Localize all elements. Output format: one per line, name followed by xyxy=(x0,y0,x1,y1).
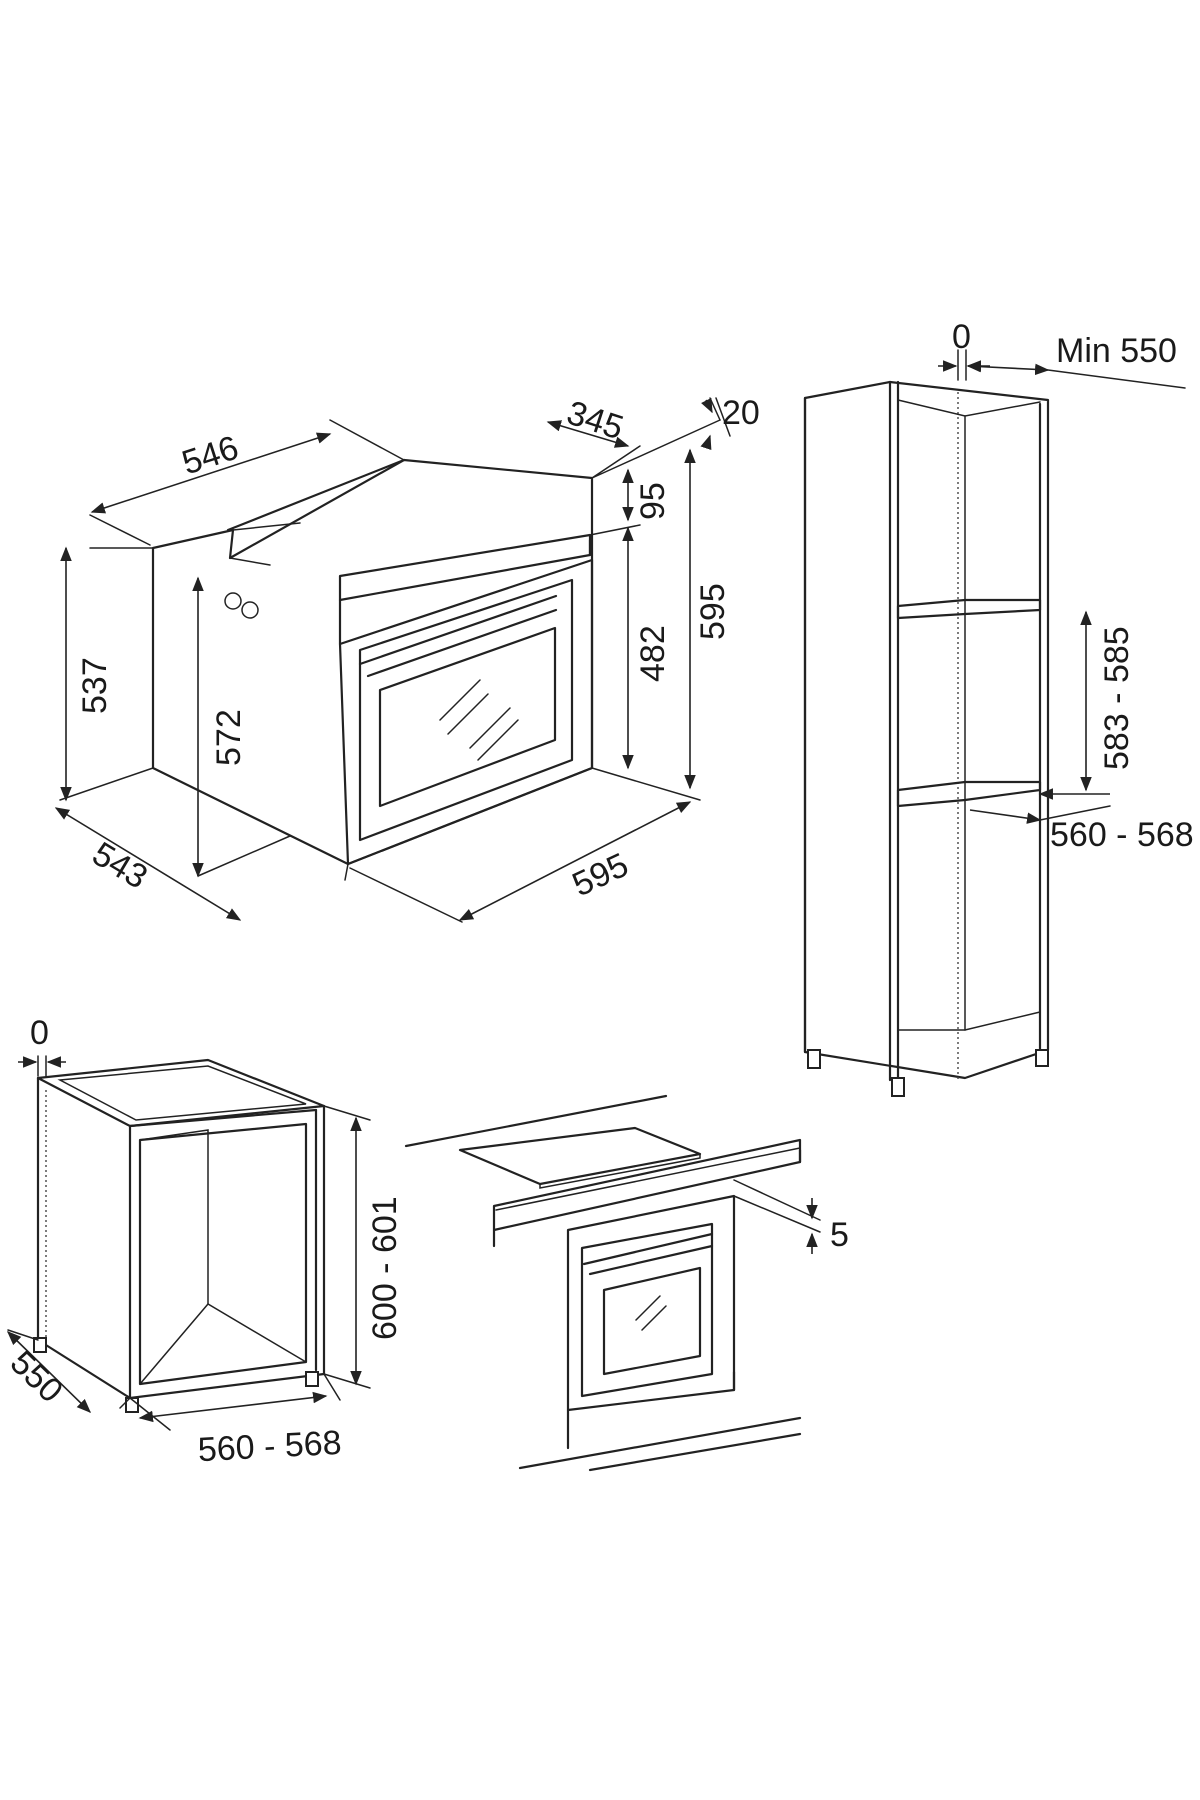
dim-oven-depth-top: 345 xyxy=(562,394,628,448)
undercounter-drawing: 5 xyxy=(404,1094,849,1472)
dim-base-width: 560 - 568 xyxy=(197,1424,342,1469)
tall-cabinet-outline xyxy=(803,380,1050,1080)
tall-cabinet-lower-shelf xyxy=(896,780,1042,808)
oven-top-recess xyxy=(226,458,406,532)
base-cabinet-drawing: 0 600 - 601 550 560 - 568 xyxy=(3,1014,404,1469)
undercounter-oven-handle xyxy=(582,1232,714,1276)
oven-control-panel xyxy=(338,533,592,602)
dim-undercounter-gap: 5 xyxy=(830,1216,849,1254)
base-cabinet-opening xyxy=(138,1122,308,1386)
dim-oven-width-top: 546 xyxy=(177,429,243,483)
dim-oven-height-total: 595 xyxy=(694,583,732,640)
undercounter-oven xyxy=(566,1194,736,1412)
tall-cabinet-foot xyxy=(1035,1049,1049,1067)
dim-oven-door-height: 482 xyxy=(634,625,672,682)
oven-drawing: 546 345 20 595 95 482 537 572 543 595 xyxy=(54,394,760,923)
dim-base-side-gap: 0 xyxy=(30,1014,49,1052)
tall-cabinet-foot xyxy=(891,1077,905,1097)
dim-oven-depth-bottom: 543 xyxy=(86,835,154,897)
dim-base-height: 600 - 601 xyxy=(366,1196,404,1340)
dim-oven-gap-top: 20 xyxy=(722,394,760,432)
tall-cabinet-foot xyxy=(807,1049,821,1069)
dim-tall-min-depth: Min 550 xyxy=(1056,332,1177,370)
oven-body xyxy=(151,458,594,866)
dim-tall-side-gap: 0 xyxy=(952,318,971,356)
dim-oven-panel-height: 95 xyxy=(634,482,672,520)
base-cabinet-foot xyxy=(305,1371,319,1387)
oven-window xyxy=(378,626,557,808)
oven-window-glare xyxy=(439,679,519,761)
tall-cabinet-upper-shelf xyxy=(896,598,1042,620)
oven-door xyxy=(358,578,574,842)
oven-connection-knobs xyxy=(224,592,259,619)
dim-oven-inner-height: 572 xyxy=(210,709,248,766)
dim-oven-side-height: 537 xyxy=(76,657,114,714)
dim-tall-niche-width: 560 - 568 xyxy=(1050,816,1194,854)
dim-oven-width-bottom: 595 xyxy=(567,846,634,904)
tall-cabinet-drawing: 0 Min 550 583 - 585 560 - 568 xyxy=(803,318,1194,1097)
oven-handle xyxy=(358,594,558,678)
dim-tall-niche-height: 583 - 585 xyxy=(1098,626,1136,770)
